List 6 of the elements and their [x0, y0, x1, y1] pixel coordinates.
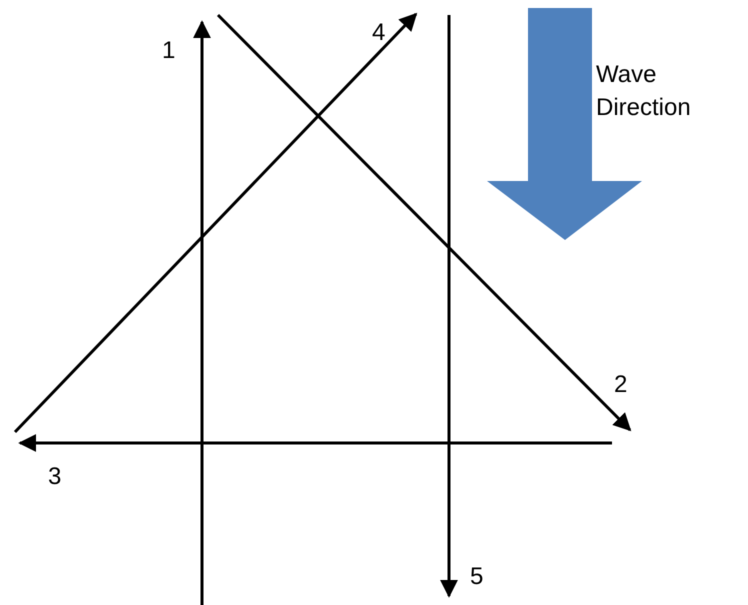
arrow-number: 3	[48, 462, 62, 492]
arrow-number: 1	[162, 36, 176, 66]
arrow-number: 4	[372, 18, 386, 48]
arrow-number: 2	[614, 370, 628, 400]
arrow-number: 5	[470, 562, 484, 592]
direction-label: Wave Direction	[596, 60, 692, 123]
